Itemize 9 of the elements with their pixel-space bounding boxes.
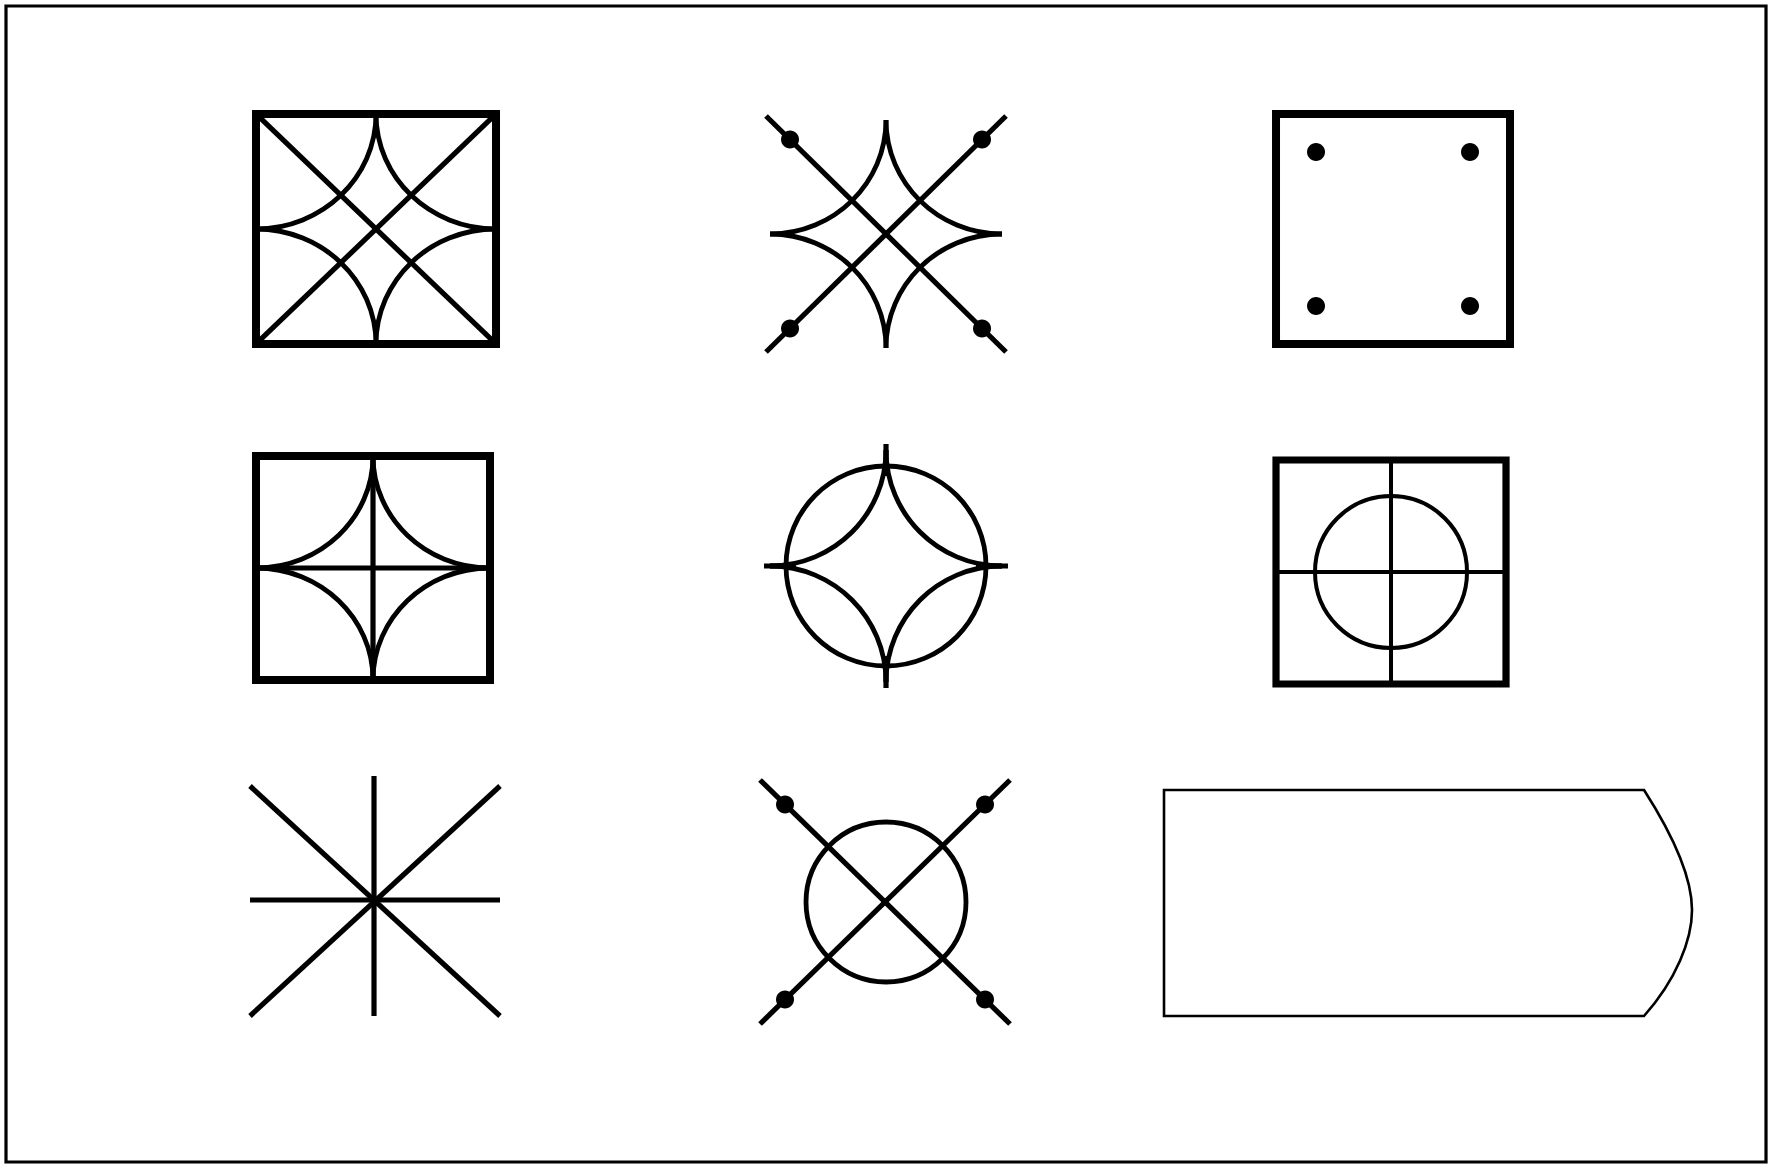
pattern-drawing <box>764 114 1008 354</box>
answer-box <box>1162 788 1694 1018</box>
pattern-drawing <box>248 776 502 1018</box>
pattern-drawing <box>1272 110 1514 348</box>
pattern-drawing <box>252 110 500 348</box>
pattern-drawing <box>1272 456 1510 688</box>
pattern-drawing <box>758 778 1012 1026</box>
pattern-drawing <box>252 452 494 684</box>
pattern-drawing <box>764 444 1008 688</box>
